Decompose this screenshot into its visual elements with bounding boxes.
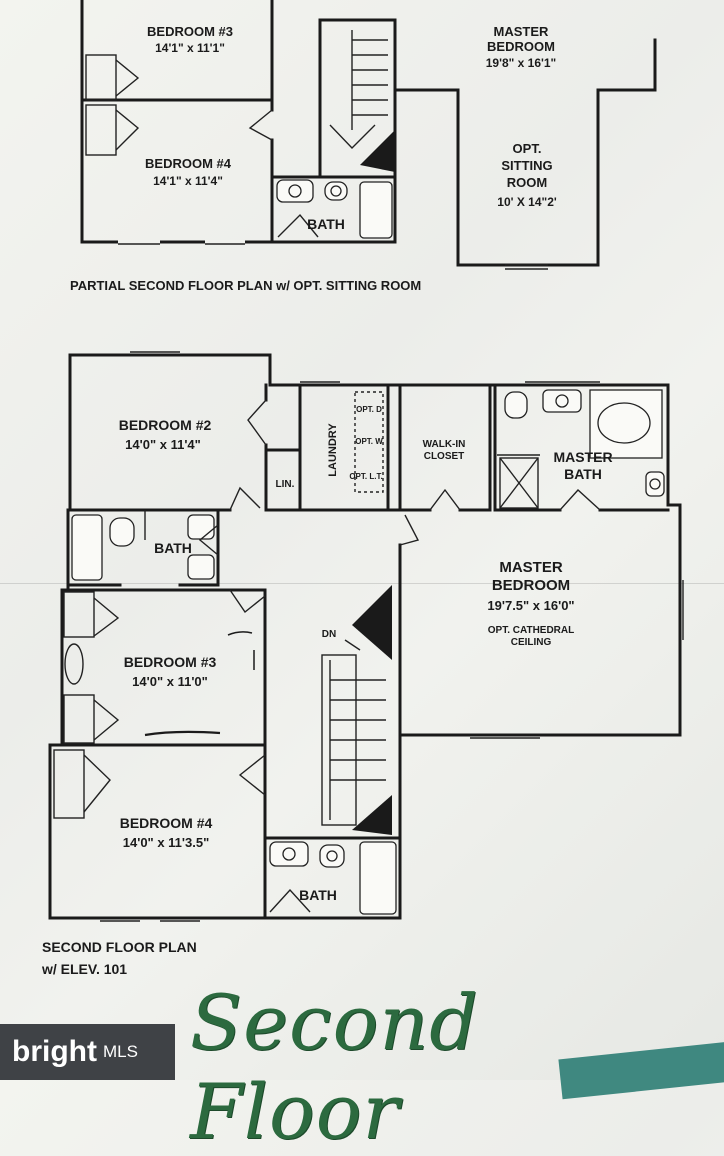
hall-bath-label: BATH	[154, 540, 192, 556]
second-floor-title: Second Floor	[190, 978, 479, 1156]
top-bedroom4-dims: 14'1" x 11'4"	[153, 174, 223, 188]
top-master-line2: BEDROOM	[487, 39, 555, 54]
sitting-line1: OPT.	[513, 141, 542, 156]
stairs-dn-label: DN	[322, 629, 336, 640]
partial-plan: BEDROOM #3 14'1" x 11'1" BEDROOM #4 14'1…	[70, 0, 657, 293]
opt-d-label: OPT. D	[356, 405, 382, 414]
cathedral-line2: CEILING	[511, 637, 552, 648]
top-master-dims: 19'8" x 16'1"	[486, 56, 556, 70]
logo-suffix: MLS	[102, 1042, 138, 1061]
master-bed-line2: BEDROOM	[492, 577, 570, 594]
sitting-dims: 10' X 14"2'	[497, 195, 557, 209]
main-plan: BEDROOM #2 14'0" x 11'4" BATH BEDROOM #3…	[41, 351, 684, 977]
walkin-line2: CLOSET	[424, 451, 465, 462]
bedroom4-name: BEDROOM #4	[120, 815, 213, 831]
main-stairs	[321, 585, 392, 835]
master-bed-line1: MASTER	[499, 559, 563, 576]
bedroom3-name: BEDROOM #3	[124, 654, 217, 670]
linen-label: LIN.	[276, 479, 295, 490]
bedroom3-dims: 14'0" x 11'0"	[132, 674, 208, 689]
bedroom4-dims: 14'0" x 11'3.5"	[123, 835, 209, 850]
bedroom2-name: BEDROOM #2	[119, 417, 212, 433]
walkin-line1: WALK-IN	[423, 439, 466, 450]
lower-bath-label: BATH	[299, 887, 337, 903]
master-bath-line1: MASTER	[553, 449, 612, 465]
top-master-line1: MASTER	[494, 24, 550, 39]
cathedral-line1: OPT. CATHEDRAL	[488, 625, 574, 636]
master-bed-dims: 19'7.5" x 16'0"	[487, 598, 574, 613]
floor-plan-drawing: BEDROOM #3 14'1" x 11'1" BEDROOM #4 14'1…	[41, 0, 684, 977]
bedroom2-dims: 14'0" x 11'4"	[125, 437, 201, 452]
mls-logo: bright MLS	[0, 1024, 175, 1080]
top-bedroom4-name: BEDROOM #4	[145, 156, 232, 171]
top-bedroom3-name: BEDROOM #3	[147, 24, 233, 39]
paper-fold	[0, 583, 724, 584]
laundry-label: LAUNDRY	[327, 423, 339, 477]
logo-brand: bright	[12, 1035, 97, 1068]
upper-stairs	[329, 30, 395, 172]
main-caption-line2: w/ ELEV. 101	[41, 961, 127, 977]
sitting-line3: ROOM	[507, 175, 547, 190]
master-bath-line2: BATH	[564, 466, 602, 482]
main-caption-line1: SECOND FLOOR PLAN	[42, 939, 197, 955]
top-bath-label: BATH	[307, 216, 345, 232]
top-caption: PARTIAL SECOND FLOOR PLAN w/ OPT. SITTIN…	[70, 278, 421, 293]
top-bedroom3-dims: 14'1" x 11'1"	[155, 41, 225, 55]
sitting-line2: SITTING	[501, 158, 552, 173]
opt-w-label: OPT. W	[355, 437, 383, 446]
opt-lt-label: OPT. L.T.	[349, 472, 382, 481]
